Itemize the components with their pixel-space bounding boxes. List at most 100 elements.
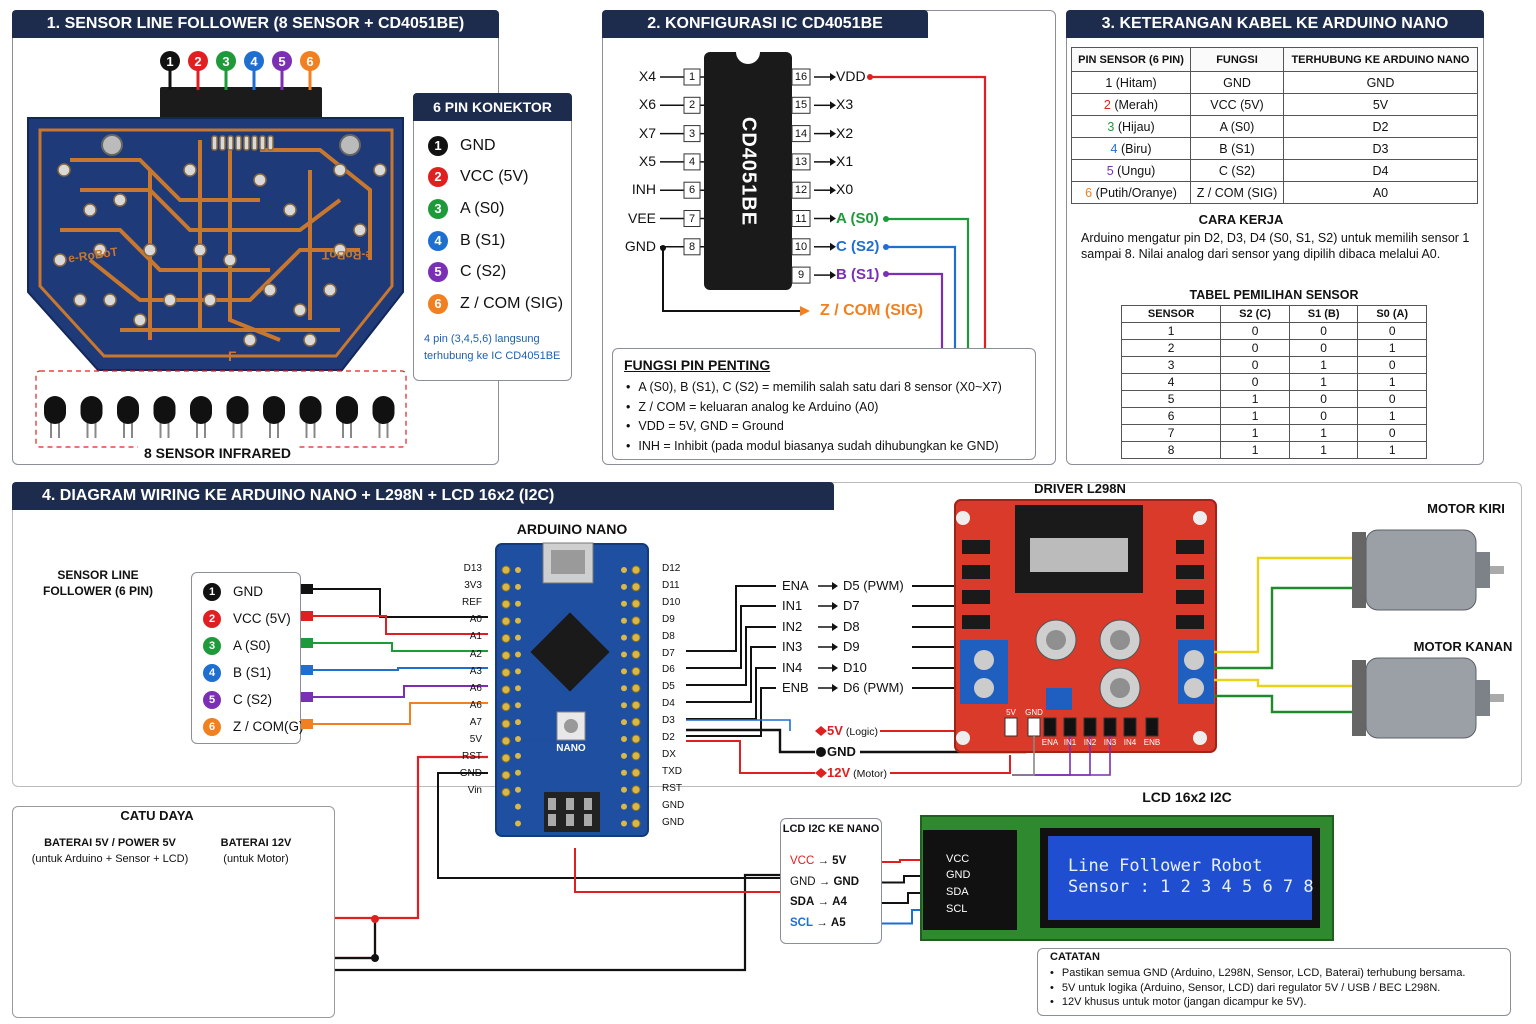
- driver-wire: [686, 667, 776, 720]
- pin-number-circle: [300, 51, 320, 71]
- nano-left-pin-label: REF: [462, 597, 482, 609]
- pcb-pad: [203, 293, 217, 307]
- nano-right-pin-label: D12: [662, 563, 681, 574]
- driver-map-to: D9: [843, 639, 860, 654]
- nano-right-pin-label: D4: [662, 698, 675, 710]
- driver-map-arrowhead: [832, 664, 838, 672]
- pcb-pad: [235, 135, 242, 151]
- motor-cap: [1352, 660, 1366, 736]
- lcd-map-row: VCC → 5V: [790, 855, 846, 867]
- nano-pin-hole: [621, 668, 627, 675]
- driver-map-to: D7: [843, 598, 860, 613]
- nano-right-pin-label: D8: [662, 630, 675, 642]
- connector-pin-row: 4 B (S1): [428, 225, 568, 257]
- driver-wire: [686, 687, 776, 737]
- sensor-wire: [313, 615, 488, 635]
- pcb-pad: [83, 203, 97, 217]
- ic-pin-box: [791, 210, 811, 227]
- pcb-pad: [53, 253, 67, 267]
- ic-pin-number: 2: [688, 99, 696, 112]
- lcd-pin-label: GND: [946, 869, 971, 881]
- lcd-map-box: [780, 818, 882, 944]
- driver-map-from: IN1: [782, 598, 803, 613]
- motor-end: [1476, 552, 1490, 588]
- nano-pin-hole: [631, 565, 641, 575]
- nano-pin-hole: [621, 685, 627, 692]
- driver-map-from: IN3: [782, 639, 803, 654]
- nano-pin-hole: [621, 752, 627, 759]
- sensor-wire: [313, 685, 488, 698]
- driver-title: DRIVER L298N: [1034, 481, 1126, 496]
- lcd-map-to: GND: [833, 875, 860, 888]
- ic-pin-arrowhead: [830, 101, 836, 110]
- lcd-screen-line2: Sensor : 1 2 3 4 5 6 7 8: [1068, 877, 1314, 897]
- kabel-cell-pin: 6 (Putih/Oranye): [1070, 181, 1192, 204]
- nano-pin-hole: [515, 752, 521, 759]
- driver-wire: [686, 585, 776, 652]
- power-label-sub: (Motor): [853, 768, 887, 780]
- pcb-pad: [183, 163, 197, 177]
- connector-pin-label: B (S1): [460, 231, 506, 249]
- s4-sensor-pin-label: GND: [233, 584, 263, 599]
- nano-pin-hole: [515, 668, 521, 675]
- motor-wire: [1214, 586, 1352, 670]
- nano-left-pin-label: 3V3: [464, 580, 482, 592]
- nano-pin-hole: [501, 599, 511, 609]
- catatan-item: Pastikan semua GND (Arduino, L298N, Sens…: [1050, 966, 1466, 981]
- nano-pin-hole: [621, 651, 627, 658]
- kabel-cell-pin: 4 (Biru): [1070, 137, 1192, 160]
- driver-map-from: IN2: [782, 619, 803, 634]
- connector-pin-label: Z / COM (SIG): [460, 294, 564, 312]
- lcd-map-row: SDA → A4: [790, 896, 847, 908]
- sensor-infrared-label: 8 SENSOR INFRARED: [138, 445, 298, 461]
- ic-z-label: Z / COM (SIG): [820, 302, 924, 319]
- nano-right-pin-label: D5: [662, 681, 675, 693]
- pin-number-label: 5: [278, 54, 285, 69]
- nano-pin-hole: [501, 787, 511, 797]
- sensor-wire: [313, 588, 488, 618]
- nano-pin-hole: [631, 802, 641, 812]
- tabel-header: SENSOR: [1120, 305, 1222, 323]
- driver-control-wire: [1012, 736, 1035, 776]
- s4-sensor-pin-label: C (S2): [233, 692, 273, 707]
- ic-pin-number: 15: [794, 99, 808, 112]
- driver-capacitor-top: [1110, 678, 1130, 698]
- nano-pin-hole: [515, 634, 521, 641]
- ic-pin-box: [791, 153, 811, 171]
- motor-body: [1365, 657, 1477, 739]
- driver-header-pin: [1063, 717, 1077, 737]
- bat12-title: BATERAI 12V: [220, 837, 292, 849]
- bat12-sub: (untuk Motor): [223, 853, 289, 865]
- pin-number-badge: 5: [203, 690, 221, 709]
- lcd-map-title: LCD I2C KE NANO: [782, 823, 880, 835]
- ic-pin-name: INH: [631, 181, 656, 198]
- driver-pin-label: IN3: [1103, 738, 1117, 747]
- nano-pin-hole: [501, 719, 511, 729]
- ic-pin-number: 14: [794, 127, 808, 140]
- icsp-pin: [566, 814, 574, 826]
- motor-body: [1365, 529, 1477, 611]
- pin-number-badge: 6: [203, 717, 221, 736]
- pcb-label-f: F: [228, 348, 237, 364]
- infrared-sensor: [299, 396, 322, 424]
- d3-wire: [686, 719, 791, 731]
- fungsi-item: Z / COM = keluaran analog ke Arduino (A0…: [626, 398, 1002, 418]
- s4-sensor-pin-label: Z / COM(G): [233, 719, 304, 734]
- kabel-color-name: (Merah): [1114, 97, 1159, 112]
- kabel-pin-number: 1: [1105, 75, 1116, 90]
- nano-gnd-wire: [437, 772, 780, 879]
- driver-diode: [962, 615, 990, 629]
- power-label-main: GND: [827, 744, 856, 759]
- catatan-item: 12V khusus untuk motor (jangan dicampur …: [1050, 995, 1465, 1010]
- kabel-row: 3 (Hijau)A (S0)D2: [1070, 115, 1479, 138]
- lcd-map-from: GND: [790, 875, 816, 888]
- lcd-pin-label: SDA: [946, 886, 969, 898]
- kabel-pin-number: 5: [1106, 163, 1118, 178]
- nano-right-pin-label: DX: [662, 748, 676, 760]
- pcb-pad: [227, 135, 234, 151]
- pin-number-badge: 4: [428, 230, 448, 251]
